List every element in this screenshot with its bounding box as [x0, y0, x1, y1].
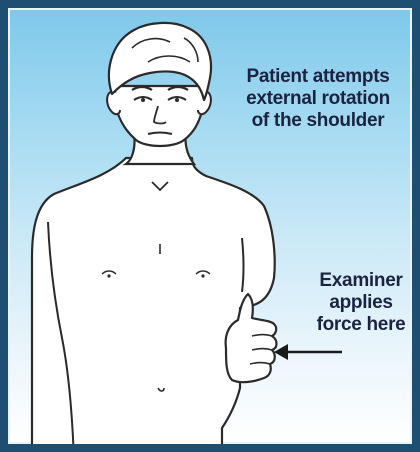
patient-label-line-3: of the shoulder — [234, 110, 402, 132]
examiner-label-line-3: force here — [296, 314, 420, 336]
patient-label-line-1: Patient attempts — [234, 66, 402, 88]
patient-action-label: Patient attempts external rotation of th… — [234, 66, 402, 132]
examiner-action-label: Examiner applies force here — [296, 270, 420, 336]
torso-body — [32, 158, 275, 452]
examiner-label-line-2: applies — [296, 292, 420, 314]
patient-label-line-2: external rotation — [234, 88, 402, 110]
examiner-label-line-1: Examiner — [296, 270, 420, 292]
head-face — [115, 86, 203, 146]
